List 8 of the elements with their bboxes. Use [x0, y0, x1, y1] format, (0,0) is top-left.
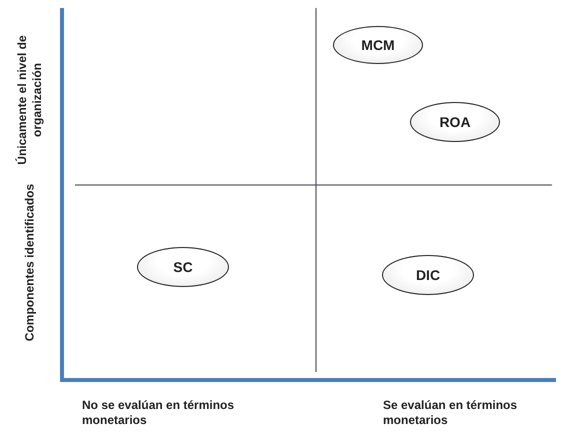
ellipse-node: MCM [333, 26, 423, 64]
ellipse-node: ROA [410, 102, 500, 142]
axis-label: Componentes identificados [22, 182, 38, 342]
axis-label: No se evalúan en términos monetarios [82, 398, 236, 428]
axis-label: Únicamente el nivel de organización [15, 34, 45, 167]
ellipse-node: SC [137, 247, 229, 287]
ellipse-node: DIC [382, 255, 474, 295]
axis-label: Se evalúan en términos monetarios [383, 398, 518, 428]
